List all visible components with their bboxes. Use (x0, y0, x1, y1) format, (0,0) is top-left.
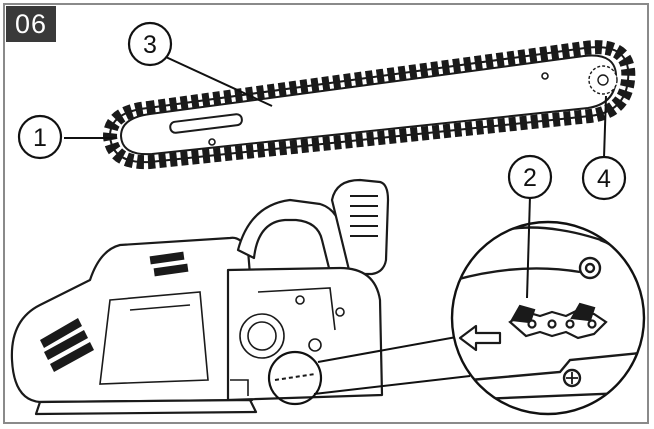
callout-4: 4 (581, 155, 627, 201)
callout-1: 1 (17, 114, 63, 160)
chain-direction-arrow (458, 324, 502, 352)
leader-line-3 (154, 51, 273, 107)
callout-4-label: 4 (597, 165, 611, 193)
vent-slots (40, 251, 189, 372)
body-detail-lines (99, 287, 345, 396)
figure-frame (3, 3, 649, 424)
hand-guard-ribs (350, 195, 378, 237)
callout-2-label: 2 (523, 164, 537, 192)
chain-links (508, 302, 608, 340)
detail-connector-top (317, 335, 463, 363)
detail-connector-bottom (313, 375, 471, 395)
figure-number-badge: 06 (6, 6, 56, 42)
callout-2: 2 (507, 154, 553, 200)
leader-line-2 (526, 195, 531, 299)
callout-1-label: 1 (33, 124, 47, 152)
guide-bar (119, 54, 618, 156)
callout-3-label: 3 (143, 31, 157, 59)
leader-line-4 (603, 95, 607, 159)
guide-bar-assembly (102, 40, 636, 170)
detail-circle-small (267, 350, 323, 406)
chain-direction-detail (450, 220, 646, 416)
nose-sprocket (588, 65, 618, 95)
callout-3: 3 (127, 21, 173, 67)
bar-mounting-slot (169, 113, 243, 134)
